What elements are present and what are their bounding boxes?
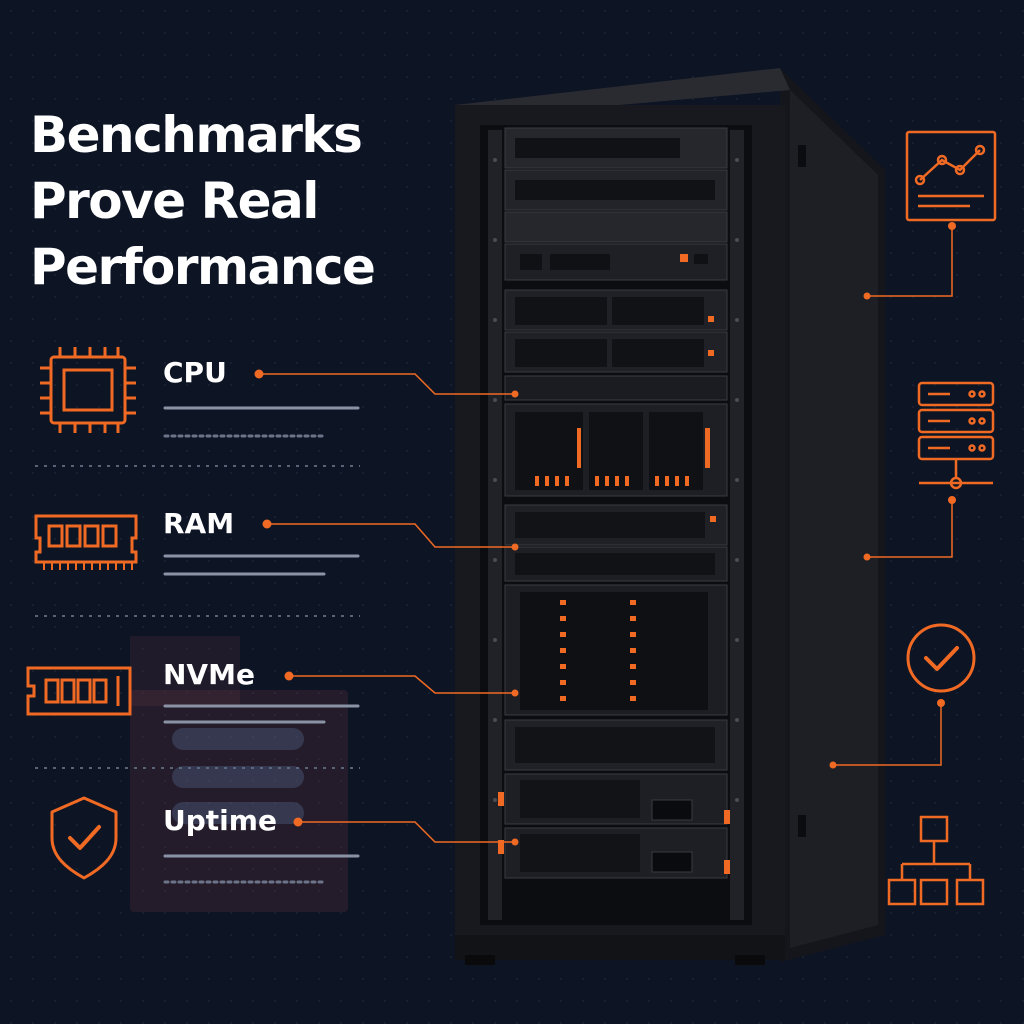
decorative-panel — [130, 690, 348, 912]
page-title: Benchmarks Prove Real Performance — [30, 102, 376, 300]
network-hierarchy-icon — [887, 815, 985, 906]
title-line-1: Benchmarks — [30, 106, 363, 164]
metric-label-uptime: Uptime — [163, 804, 277, 837]
connector-dots — [254, 369, 519, 846]
server-rack — [455, 68, 885, 965]
title-line-3: Performance — [30, 238, 376, 296]
metric-label-cpu: CPU — [163, 356, 227, 389]
right-connector-dots — [829, 222, 956, 769]
check-circle-icon — [906, 623, 976, 693]
server-stack-icon — [917, 381, 995, 490]
ghost-bars — [172, 728, 304, 824]
line-chart-icon — [905, 130, 997, 222]
placeholder-lines — [163, 406, 360, 884]
left-connectors — [259, 373, 515, 843]
shield-check-icon — [50, 796, 118, 880]
metric-label-nvme: NVMe — [163, 658, 255, 691]
right-connectors — [833, 226, 953, 766]
cpu-chip-icon — [40, 347, 136, 433]
metric-label-ram: RAM — [163, 507, 235, 540]
nvme-ssd-icon — [26, 666, 132, 716]
ram-module-icon — [34, 514, 138, 570]
decorative-panel-tab — [130, 636, 240, 706]
left-separators — [35, 465, 360, 769]
title-line-2: Prove Real — [30, 172, 319, 230]
